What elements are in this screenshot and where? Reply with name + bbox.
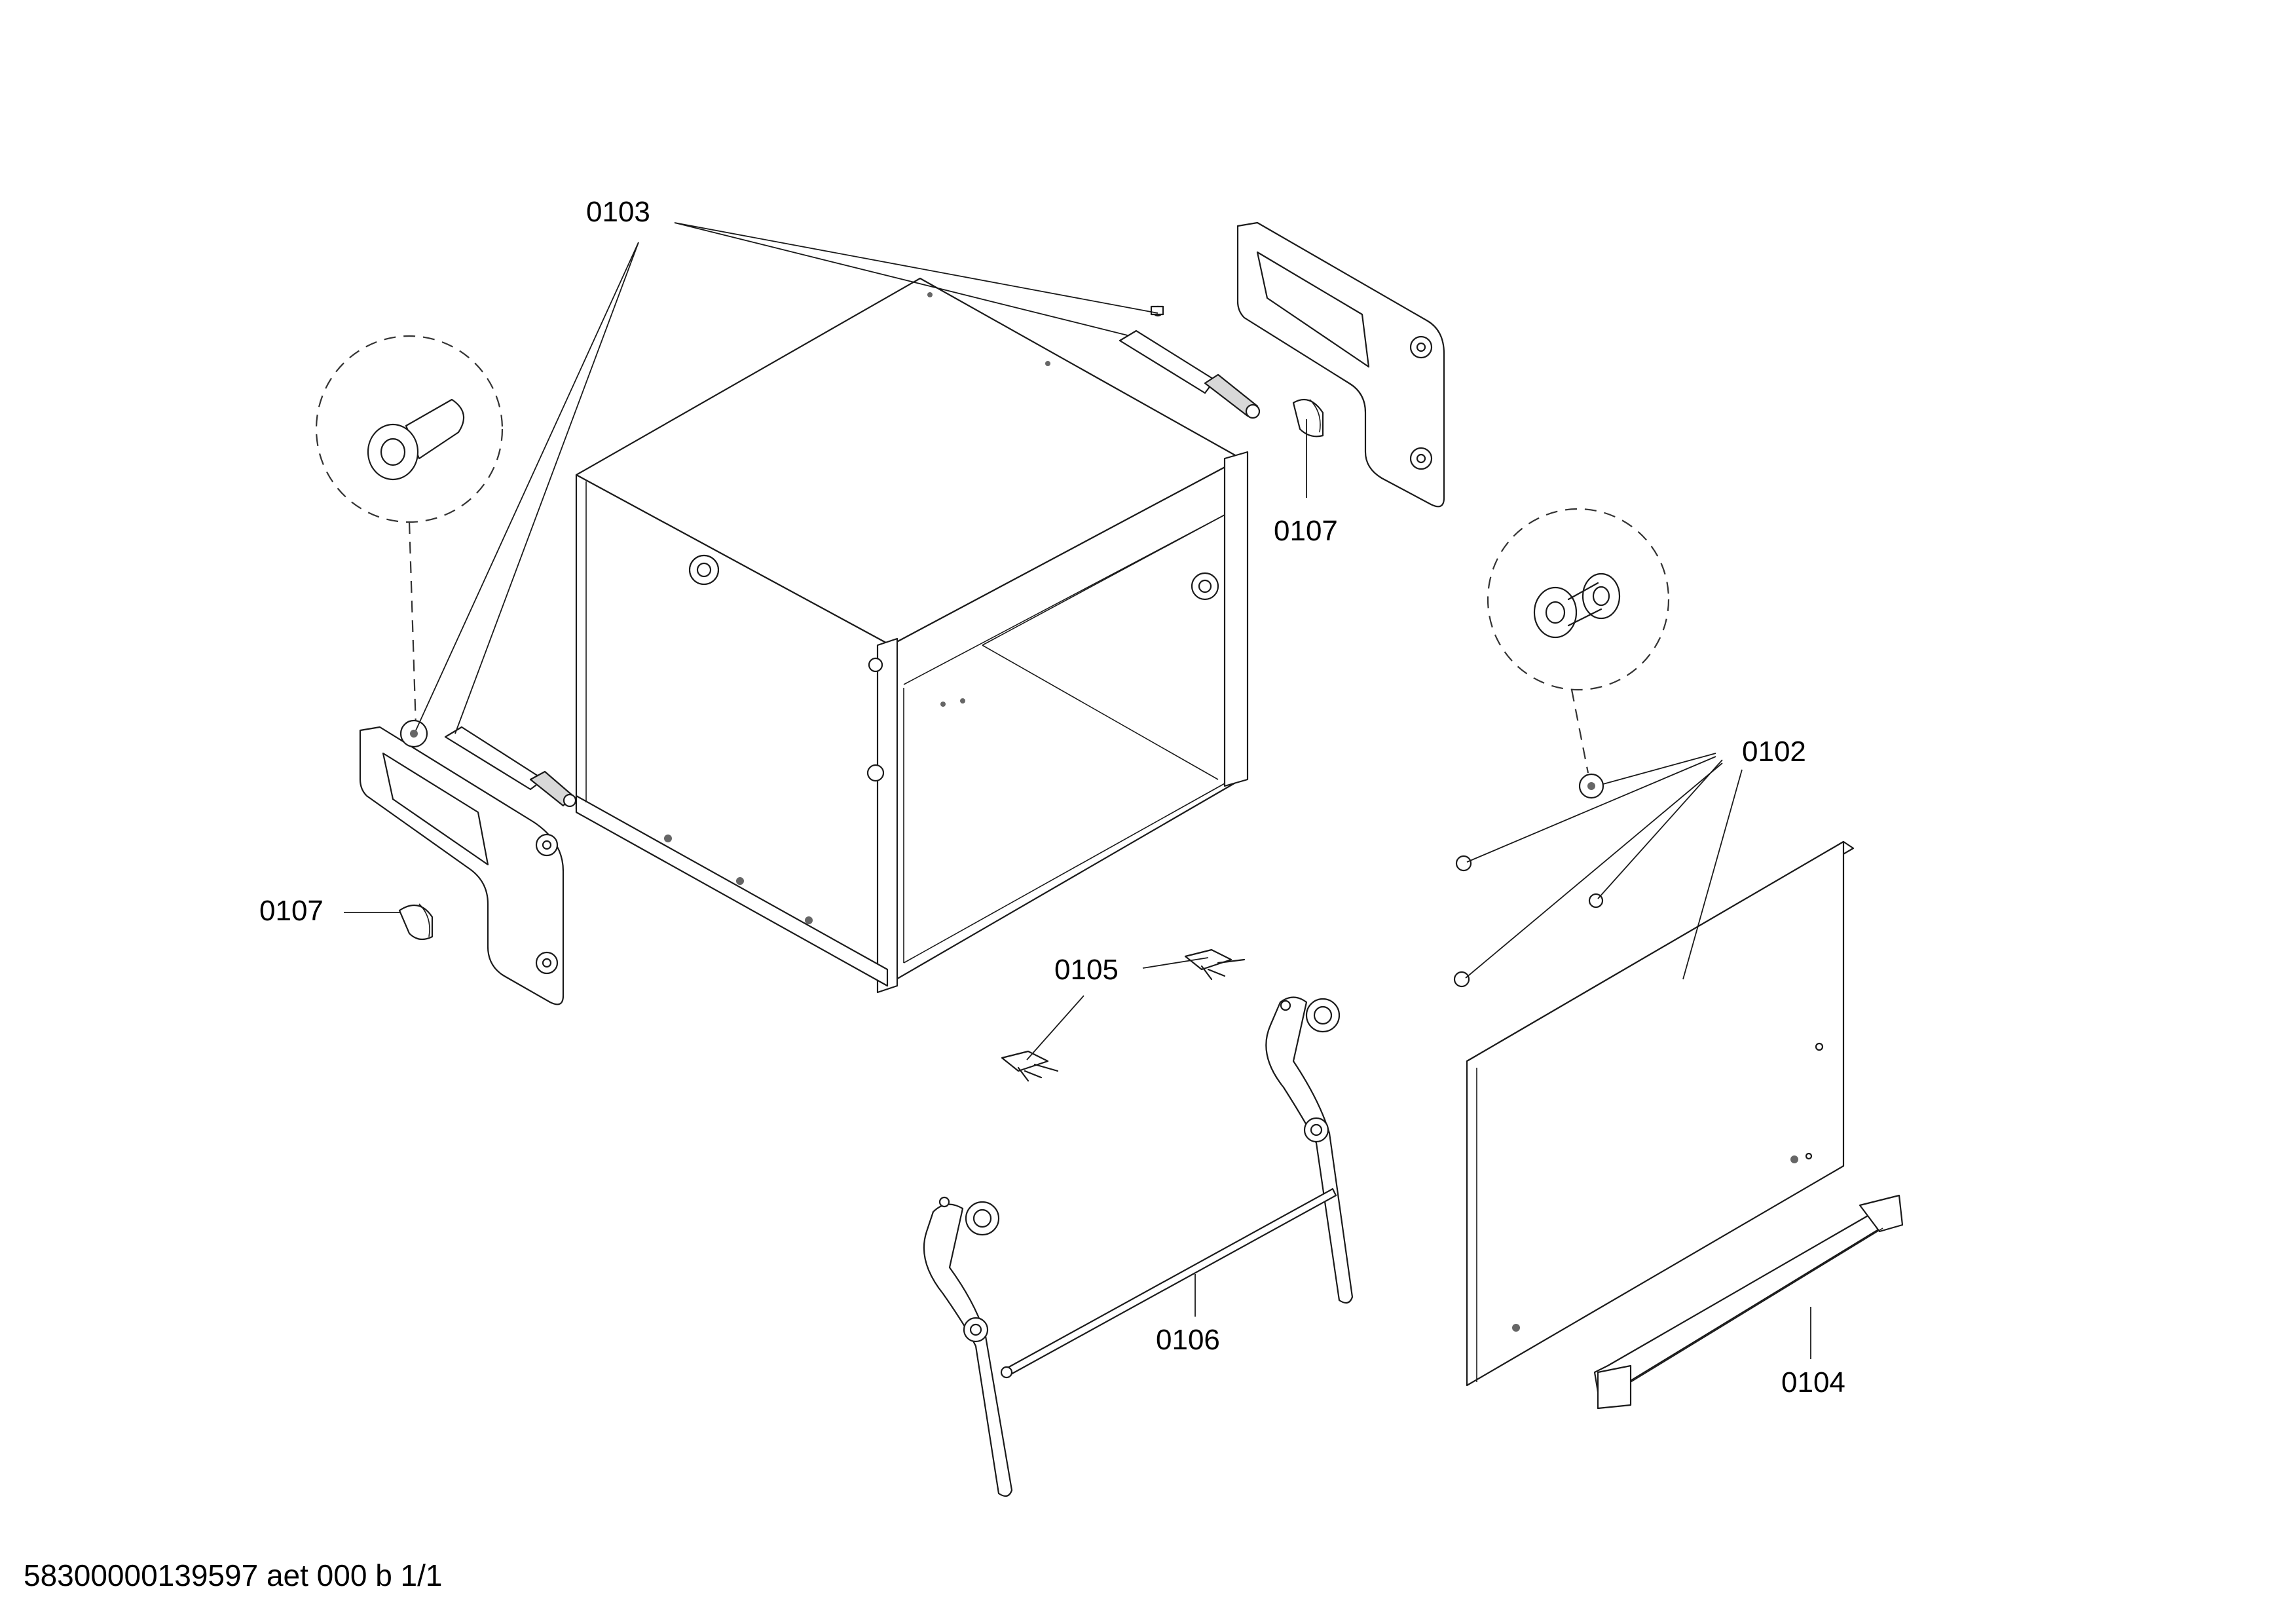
label-0106: 0106 (1156, 1324, 1220, 1356)
hinge-bracket-left (359, 726, 565, 1005)
label-0107-left: 0107 (259, 895, 324, 927)
clip-right (1184, 948, 1246, 981)
detail-circle-pin (1487, 508, 1670, 799)
cover-cap-right (1292, 398, 1324, 438)
document-reference: 58300000139597 aet 000 b 1/1 (24, 1558, 443, 1592)
leader-lines (344, 222, 1811, 1359)
door-screws (1453, 855, 1604, 988)
label-0105: 0105 (1054, 954, 1119, 986)
part-labels: 0103 0107 0107 0102 0105 0106 0104 (259, 196, 1845, 1398)
door-handle (1593, 1194, 1904, 1410)
label-0107-right: 0107 (1274, 515, 1338, 547)
label-0102: 0102 (1742, 736, 1806, 768)
label-0104: 0104 (1781, 1366, 1845, 1398)
label-0103: 0103 (586, 196, 650, 228)
cover-cap-left (398, 903, 434, 941)
hinge-arm-assembly (923, 996, 1354, 1497)
door-panel (1466, 840, 1855, 1387)
oven-cabinet-housing (575, 277, 1249, 994)
detail-circle-screw (315, 335, 504, 748)
hinge-bracket-right (1236, 221, 1445, 508)
clip-left (1001, 1050, 1059, 1082)
gas-strut-rear (1119, 305, 1261, 419)
